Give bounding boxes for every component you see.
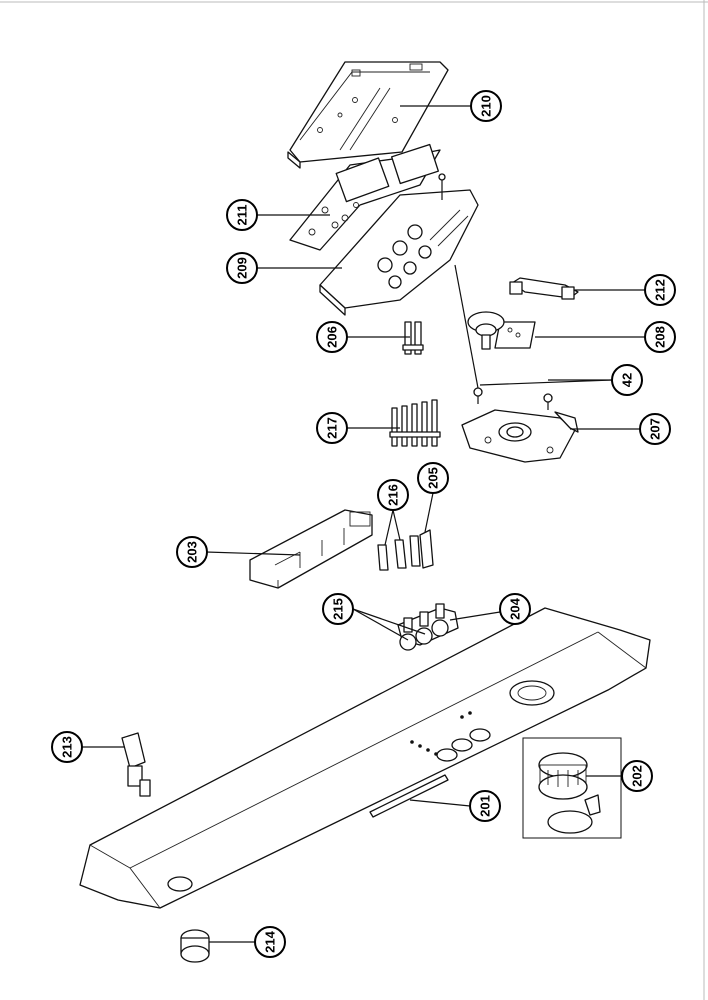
callout-208: 208 bbox=[644, 321, 676, 353]
callout-212-text: 212 bbox=[653, 279, 668, 301]
callout-205-text: 205 bbox=[426, 467, 441, 489]
callout-209: 209 bbox=[226, 252, 258, 284]
callout-213-text: 213 bbox=[60, 736, 75, 758]
callout-207: 207 bbox=[639, 413, 671, 445]
part-213-connector bbox=[121, 732, 151, 797]
part-203-button-strip bbox=[249, 509, 373, 589]
part-205-lever bbox=[419, 529, 434, 569]
callout-205: 205 bbox=[417, 462, 449, 494]
part-214-cap bbox=[180, 929, 210, 963]
callout-202-text: 202 bbox=[630, 765, 645, 787]
callout-42-text: 42 bbox=[620, 373, 635, 387]
callout-210: 210 bbox=[470, 90, 502, 122]
callout-206-text: 206 bbox=[325, 326, 340, 348]
callout-209-text: 209 bbox=[235, 257, 250, 279]
part-217-pins bbox=[389, 399, 441, 447]
part-210-board-cover bbox=[287, 61, 449, 169]
part-201-control-panel bbox=[79, 607, 651, 909]
part-206-pins bbox=[402, 321, 424, 355]
leader-lines bbox=[82, 105, 645, 943]
callout-201: 201 bbox=[469, 790, 501, 822]
callout-212: 212 bbox=[644, 274, 676, 306]
callout-213: 213 bbox=[51, 731, 83, 763]
callout-208-text: 208 bbox=[653, 326, 668, 348]
callout-216: 216 bbox=[377, 479, 409, 511]
part-212-bracket bbox=[509, 277, 579, 300]
callout-204: 204 bbox=[499, 593, 531, 625]
callout-201-text: 201 bbox=[478, 795, 493, 817]
callout-206: 206 bbox=[316, 321, 348, 353]
part-208-selector-switch bbox=[467, 311, 536, 350]
callout-217: 217 bbox=[316, 412, 348, 444]
callout-216-text: 216 bbox=[386, 484, 401, 506]
callout-207-text: 207 bbox=[648, 418, 663, 440]
part-202-knob-box bbox=[522, 737, 622, 839]
part-42-screws bbox=[454, 264, 553, 410]
part-211-pcb bbox=[289, 143, 441, 251]
callout-204-text: 204 bbox=[508, 597, 523, 619]
part-207-switch-frame bbox=[461, 409, 579, 463]
callout-215: 215 bbox=[322, 593, 354, 625]
part-209-housing bbox=[319, 173, 479, 316]
callout-211: 211 bbox=[226, 199, 258, 231]
callout-217-text: 217 bbox=[325, 417, 340, 439]
callout-215-text: 215 bbox=[331, 598, 346, 620]
callout-210-text: 210 bbox=[479, 95, 494, 117]
callout-42: 42 bbox=[611, 364, 643, 396]
callout-211-text: 211 bbox=[235, 205, 250, 226]
part-216-levers bbox=[377, 535, 421, 571]
callout-203: 203 bbox=[176, 536, 208, 568]
callout-214: 214 bbox=[254, 926, 286, 958]
callout-203-text: 203 bbox=[185, 541, 200, 563]
callout-202: 202 bbox=[621, 760, 653, 792]
callout-214-text: 214 bbox=[263, 930, 278, 952]
